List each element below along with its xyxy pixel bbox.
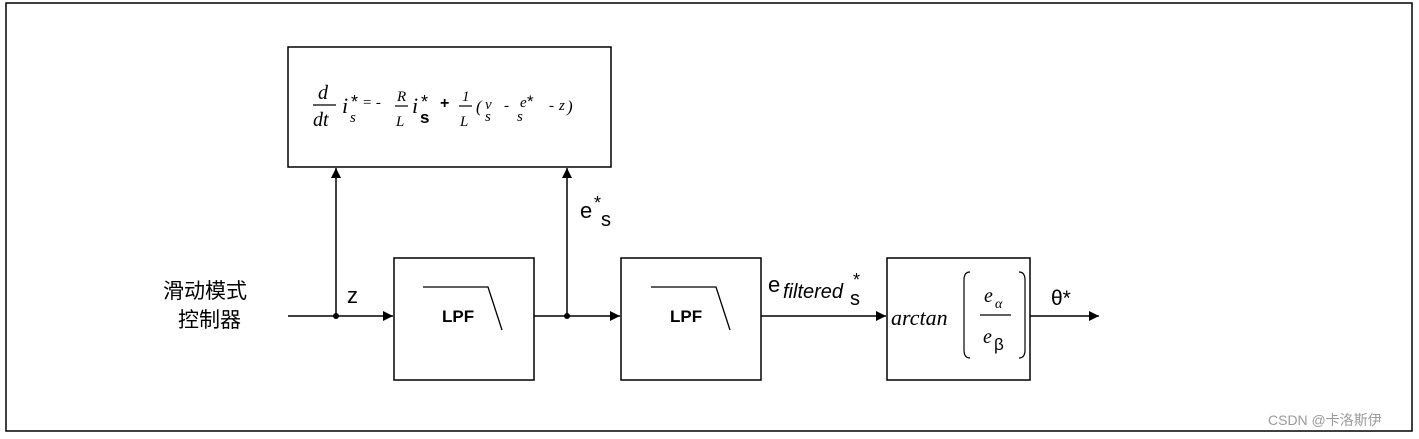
arctan-label: arctan bbox=[891, 305, 948, 330]
signal-z-label: z bbox=[347, 283, 358, 308]
signal-filtered-label: e filtered * s bbox=[768, 270, 860, 310]
svg-text:*: * bbox=[594, 193, 601, 213]
eq-plus: + bbox=[440, 95, 449, 112]
svg-text:e: e bbox=[984, 285, 993, 307]
eq-v: v bbox=[485, 97, 492, 113]
eq-i2: i bbox=[412, 93, 418, 118]
eq-one: 1 bbox=[462, 89, 470, 105]
eq-L1: L bbox=[395, 114, 404, 130]
eq-i1-sub: s bbox=[350, 110, 356, 126]
arctan-right-bracket bbox=[1018, 271, 1026, 359]
svg-text:e: e bbox=[580, 198, 592, 223]
eq-dt: dt bbox=[313, 109, 329, 131]
arctan-left-bracket bbox=[963, 271, 971, 359]
eq-L2: L bbox=[459, 114, 468, 130]
observer-equation-box bbox=[287, 46, 612, 168]
csdn-watermark: CSDN @卡洛斯伊 bbox=[1268, 412, 1382, 428]
eq-z: z bbox=[558, 98, 565, 114]
eq-i1: i bbox=[342, 93, 348, 118]
outer-border bbox=[5, 2, 1413, 432]
observer-equation: d dt i * s = - R L i * s + 1 L ( v s - e… bbox=[313, 82, 573, 131]
lpf2-label: LPF bbox=[670, 307, 702, 326]
eq-paren-close: ) bbox=[566, 97, 573, 116]
lpf1-box bbox=[393, 257, 535, 381]
smc-label-line1: 滑动模式 bbox=[163, 280, 247, 303]
svg-text:e: e bbox=[983, 326, 992, 348]
svg-text:filtered: filtered bbox=[783, 281, 844, 303]
eq-i2-sub: s bbox=[420, 108, 429, 127]
eq-i2-sup: * bbox=[421, 92, 428, 112]
output-theta-label: θ* bbox=[1051, 287, 1071, 310]
eq-equals: = - bbox=[362, 95, 381, 111]
eq-d: d bbox=[318, 82, 329, 104]
signal-e-star-label: e * s bbox=[580, 193, 611, 231]
arctan-fraction: e α e β bbox=[980, 285, 1011, 354]
arctan-box bbox=[886, 257, 1031, 381]
svg-text:s: s bbox=[850, 288, 860, 310]
eq-i1-sup: * bbox=[351, 92, 358, 112]
lpf2-box bbox=[620, 257, 762, 381]
eq-e-sub: s bbox=[517, 109, 523, 125]
svg-text:α: α bbox=[995, 297, 1003, 312]
eq-e-sup: * bbox=[527, 92, 534, 111]
eq-paren-open: ( bbox=[476, 97, 483, 116]
svg-text:β: β bbox=[994, 335, 1004, 354]
eq-minus-1: - bbox=[504, 98, 509, 114]
smc-label-line2: 控制器 bbox=[178, 309, 241, 332]
svg-text:*: * bbox=[853, 270, 860, 290]
eq-minus-2: - bbox=[549, 98, 554, 114]
lpf1-label: LPF bbox=[442, 307, 474, 326]
lpf1-curve-icon bbox=[423, 286, 503, 331]
eq-R: R bbox=[396, 89, 406, 105]
svg-text:e: e bbox=[768, 272, 780, 297]
eq-v-sub: s bbox=[485, 109, 491, 125]
eq-e: e bbox=[520, 95, 527, 111]
lpf2-curve-icon bbox=[651, 286, 731, 331]
svg-text:s: s bbox=[601, 209, 611, 231]
